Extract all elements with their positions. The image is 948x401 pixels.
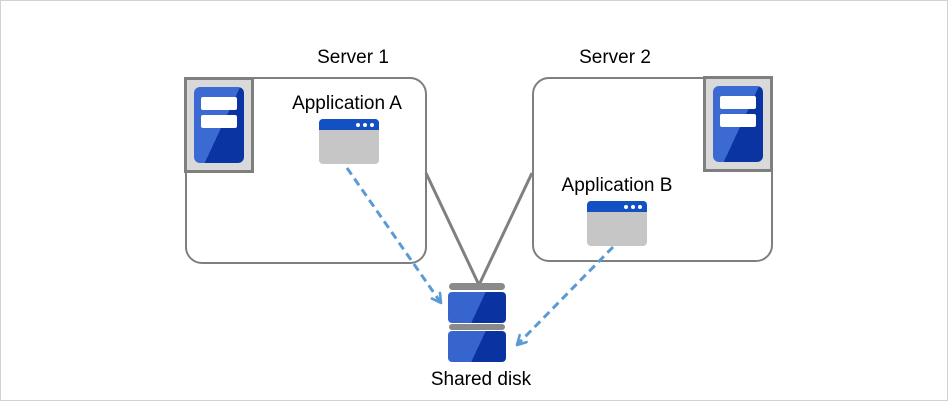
- tower-slot: [201, 97, 237, 110]
- server2-tower-icon: [703, 76, 773, 172]
- server2-label: Server 2: [579, 47, 651, 68]
- tower-slot: [720, 96, 756, 109]
- titlebar-dot: [356, 122, 360, 127]
- server2-to-disk-line: [477, 172, 534, 286]
- shared-disk-label: Shared disk: [430, 369, 532, 390]
- disk-cap: [449, 283, 505, 290]
- application-a-window-icon: [319, 119, 379, 164]
- disk-cap: [449, 324, 505, 330]
- application-b-window-icon: [587, 201, 647, 246]
- window-titlebar: [587, 201, 647, 212]
- application-b-label: Application B: [561, 175, 673, 196]
- disk-platter: [448, 292, 506, 323]
- window-titlebar: [319, 119, 379, 130]
- shared-disk-icon: [448, 283, 506, 363]
- titlebar-dot: [638, 204, 642, 209]
- disk-platter: [448, 331, 506, 362]
- server1-to-disk-line: [424, 172, 481, 286]
- server-tower-body: [713, 86, 763, 162]
- titlebar-dot: [624, 204, 628, 209]
- titlebar-dot: [631, 204, 635, 209]
- titlebar-dot: [363, 122, 367, 127]
- server1-label: Server 1: [317, 47, 389, 68]
- titlebar-dot: [370, 122, 374, 127]
- application-a-label: Application A: [292, 93, 402, 114]
- tower-slot: [201, 115, 237, 128]
- server1-tower-icon: [184, 77, 254, 173]
- tower-slot: [720, 114, 756, 127]
- server-tower-body: [194, 87, 244, 163]
